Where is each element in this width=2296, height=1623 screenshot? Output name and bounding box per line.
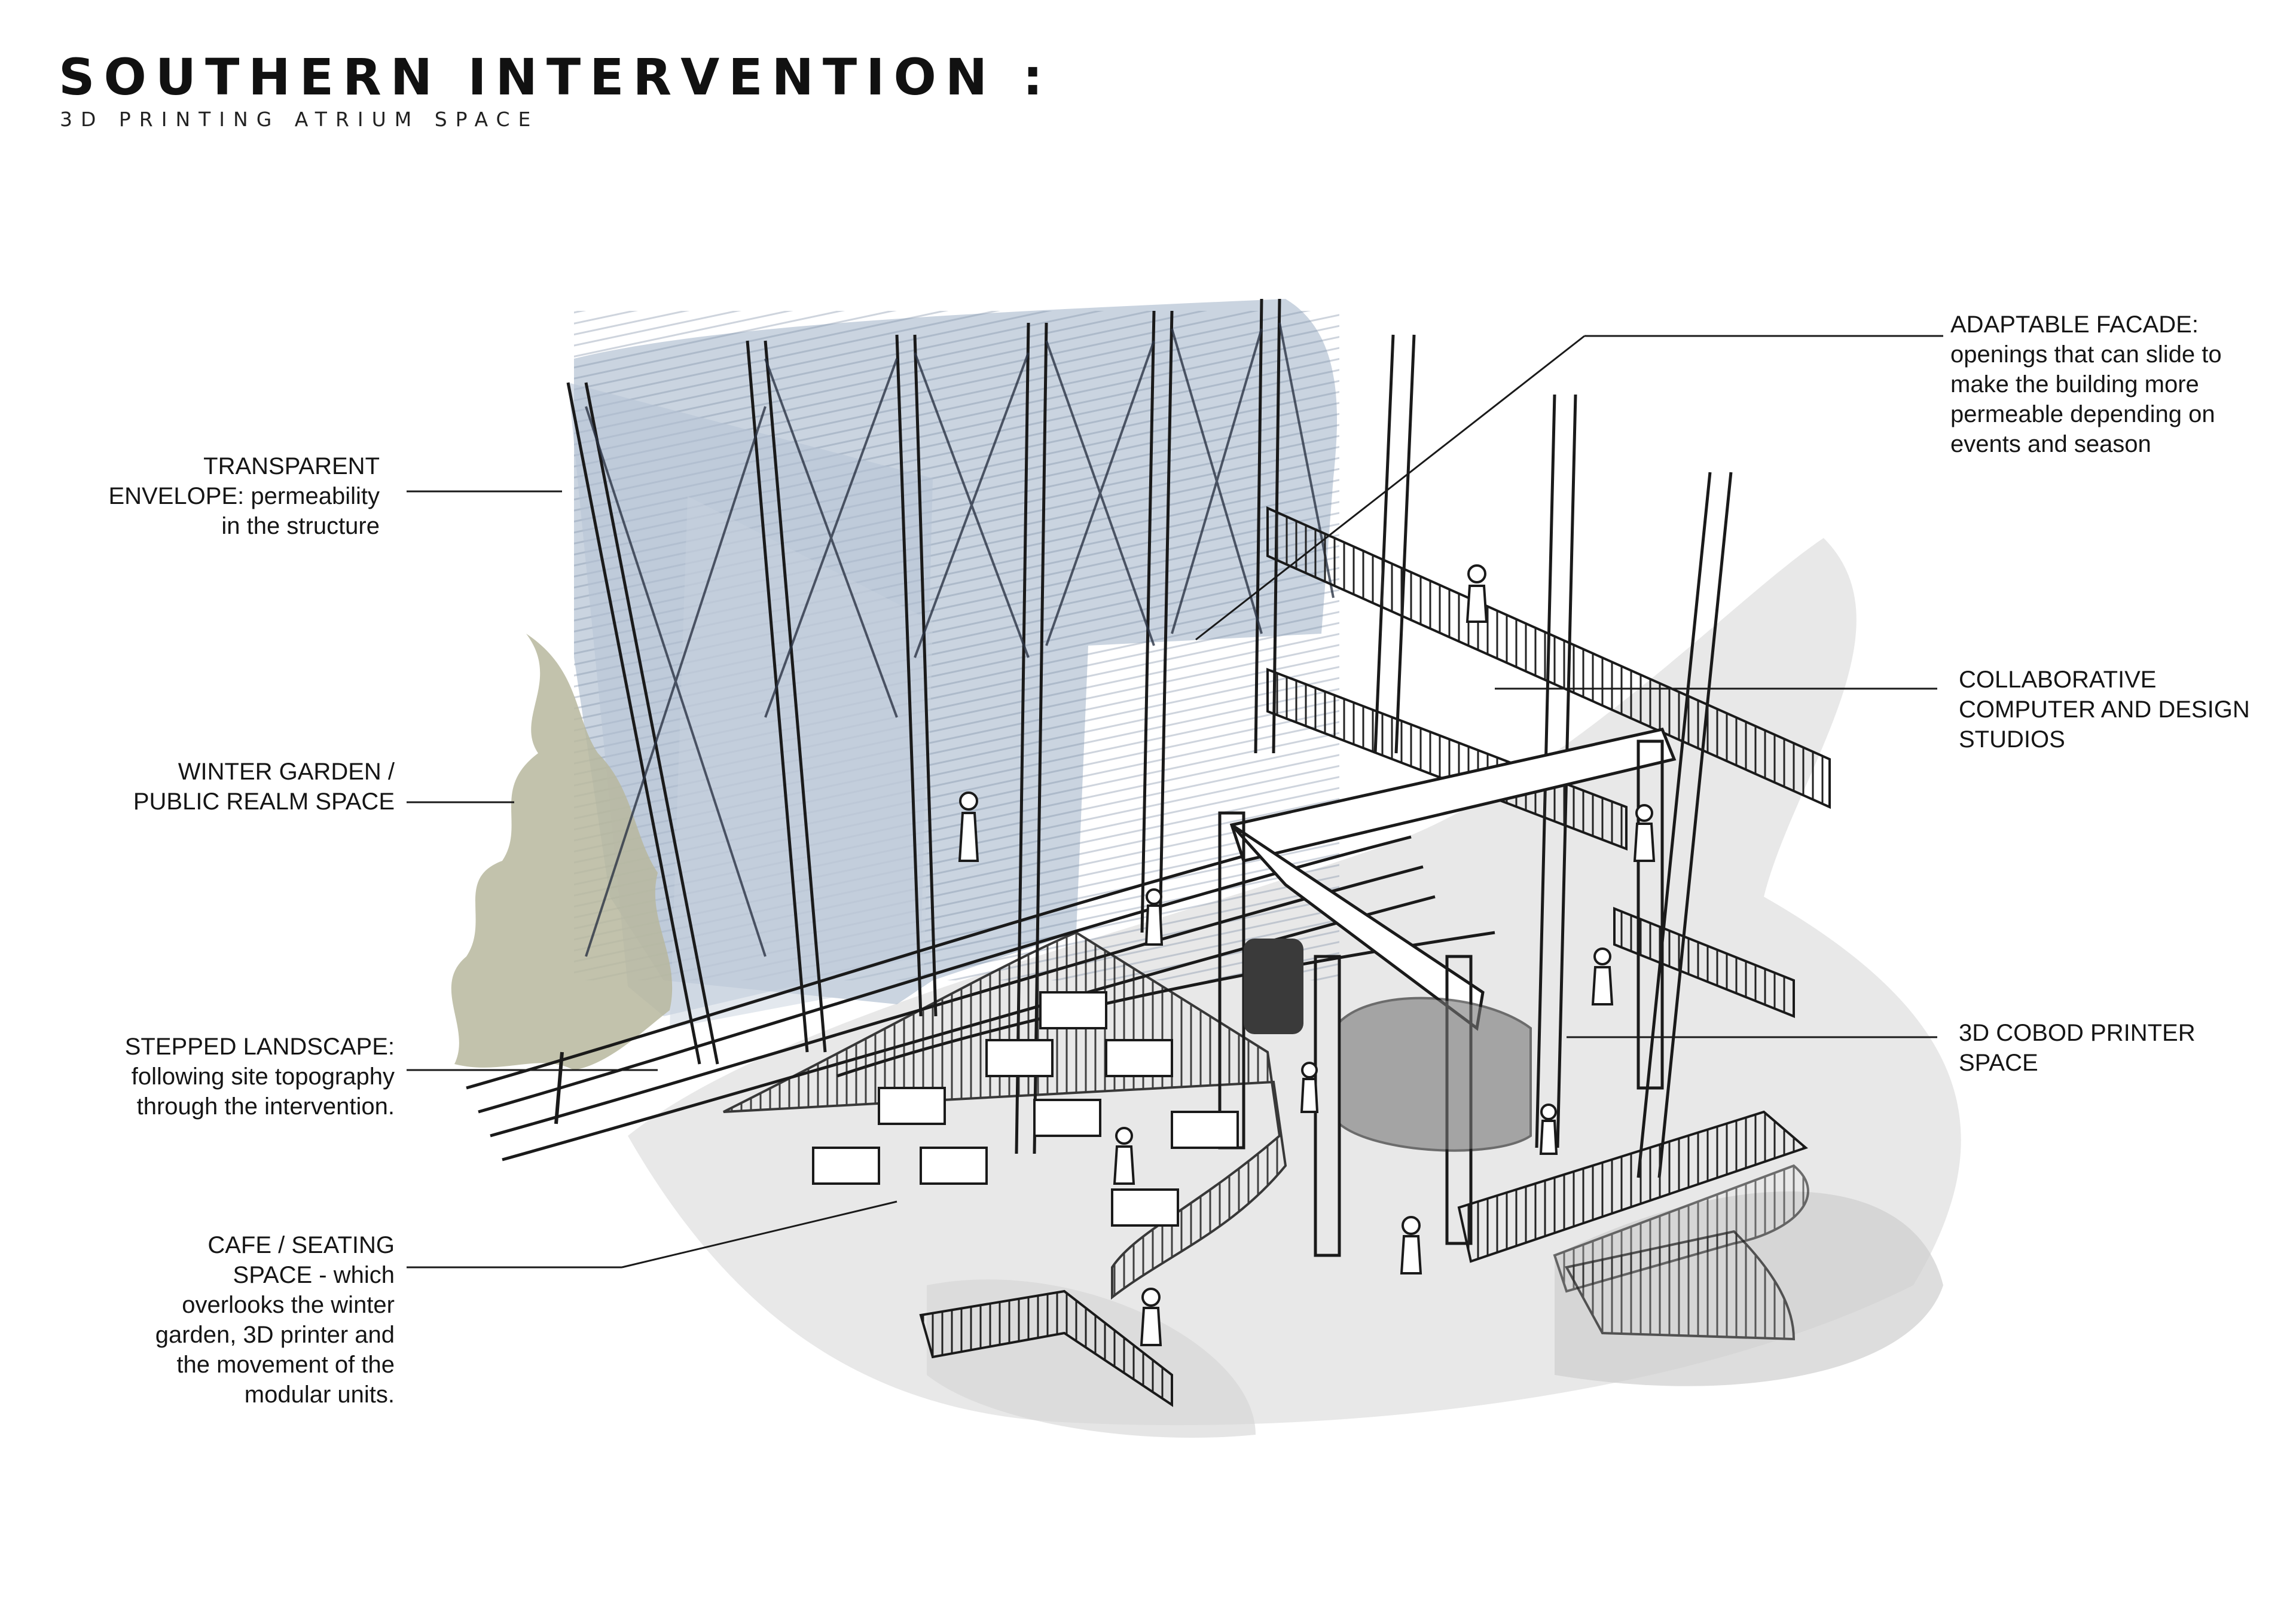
page-subtitle: 3D PRINTING ATRIUM SPACE [60, 108, 539, 131]
leader-lines [407, 335, 1943, 1269]
page-title: SOUTHERN INTERVENTION : [59, 48, 1052, 106]
label-collaborative-studios: COLLABORATIVE COMPUTER AND DESIGN STUDIO… [1959, 667, 2250, 753]
cafe-balustrade [723, 931, 1809, 1407]
label-adaptable-facade: ADAPTABLE FACADE: openings that can slid… [1950, 311, 2222, 457]
leader-adaptable-facade-diag [1195, 335, 1585, 641]
label-transparent-envelope: TRANSPARENT ENVELOPE: permeability in th… [108, 453, 380, 539]
tree-foliage [451, 634, 673, 1070]
leader-cafe-seating-diag [621, 1200, 897, 1269]
label-cafe-seating: CAFE / SEATING SPACE - which overlooks t… [155, 1232, 395, 1408]
label-winter-garden: WINTER GARDEN / PUBLIC REALM SPACE [133, 759, 395, 815]
people-figures [958, 564, 1656, 1346]
cafe-tables [812, 991, 1239, 1227]
printed-module [1338, 997, 1532, 1152]
upper-gallery [1266, 506, 1831, 1018]
label-stepped-landscape: STEPPED LANDSCAPE: following site topogr… [124, 1034, 395, 1120]
printer-tank [1244, 939, 1303, 1034]
label-cobod-printer: 3D COBOD PRINTER SPACE [1959, 1020, 2196, 1076]
facade-bracing [585, 322, 1335, 957]
